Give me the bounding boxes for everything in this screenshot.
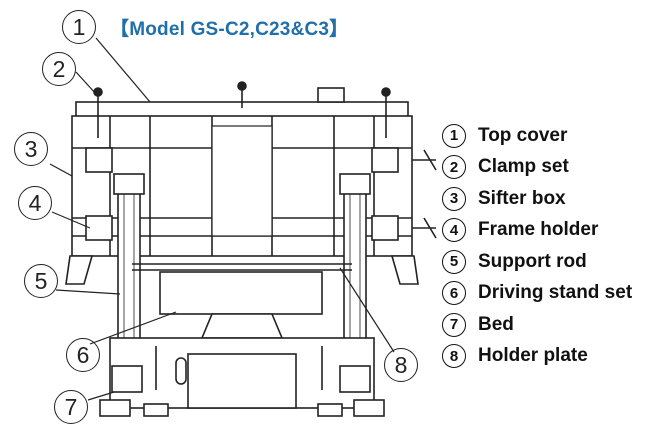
callout-6: 6 [66, 338, 100, 372]
legend-item-bed: 7 Bed [442, 309, 670, 341]
callout-3: 3 [14, 132, 48, 166]
legend-number: 4 [442, 218, 466, 243]
legend-item-support-rod: 5 Support rod [442, 246, 670, 278]
top-vent [317, 87, 345, 103]
legend-number: 2 [442, 155, 466, 180]
legend-item-top-cover: 1 Top cover [442, 120, 670, 152]
legend-number: 7 [442, 312, 466, 337]
callout-4: 4 [18, 186, 52, 220]
model-title: 【Model GS-C2,C23&C3】 [110, 19, 349, 40]
legend-number: 3 [442, 186, 466, 211]
legend-label: Top cover [478, 124, 568, 146]
legend-number: 1 [442, 123, 466, 148]
callout-1: 1 [62, 10, 96, 44]
callout-7: 7 [54, 390, 88, 424]
legend-label: Frame holder [478, 219, 599, 241]
legend-label: Driving stand set [478, 282, 633, 304]
legend-label: Support rod [478, 250, 587, 272]
legend-number: 8 [442, 344, 466, 369]
legend-number: 5 [442, 249, 466, 274]
callout-5: 5 [24, 264, 58, 298]
driving-stand [159, 271, 323, 315]
callout-2: 2 [42, 52, 76, 86]
parts-legend: 1 Top cover 2 Clamp set 3 Sifter box 4 F… [442, 120, 670, 372]
legend-label: Bed [478, 313, 514, 335]
legend-label: Clamp set [478, 156, 569, 178]
legend-item-frame-holder: 4 Frame holder [442, 215, 670, 247]
legend-label: Sifter box [478, 187, 566, 209]
legend-label: Holder plate [478, 345, 588, 367]
callout-8: 8 [384, 348, 418, 382]
legend-number: 6 [442, 281, 466, 306]
legend-item-holder-plate: 8 Holder plate [442, 341, 670, 373]
legend-item-clamp-set: 2 Clamp set [442, 152, 670, 184]
legend-item-driving-stand-set: 6 Driving stand set [442, 278, 670, 310]
legend-item-sifter-box: 3 Sifter box [442, 183, 670, 215]
